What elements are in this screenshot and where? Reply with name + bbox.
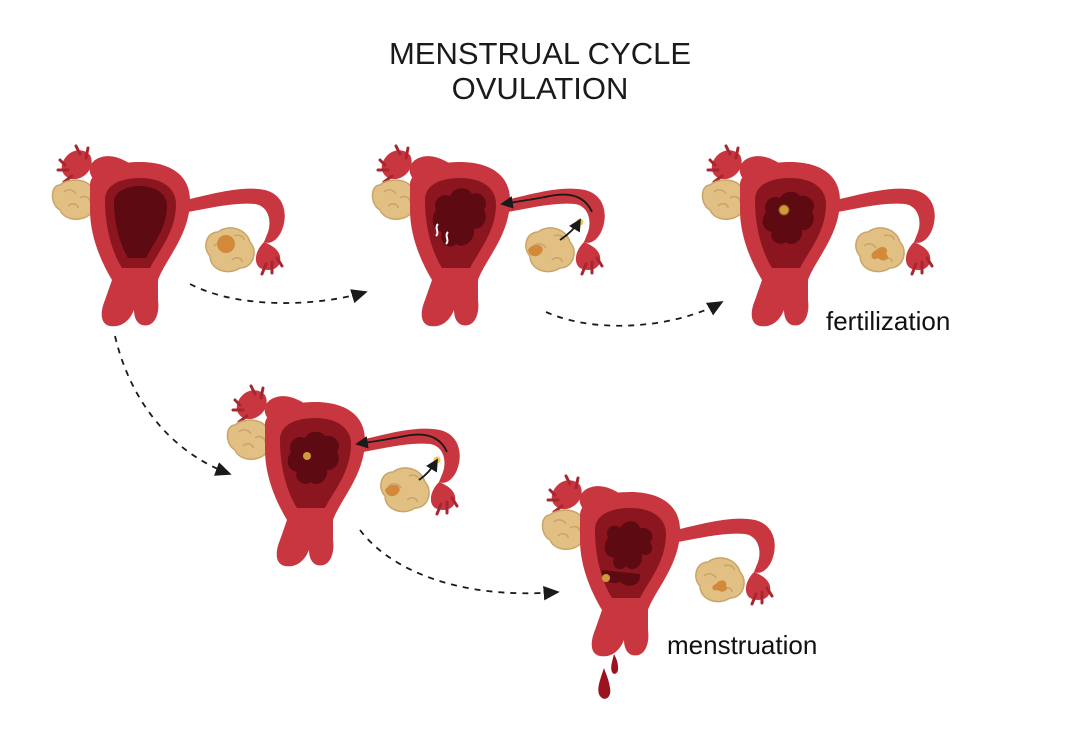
sperm-icon	[435, 223, 449, 245]
fertilized-egg	[778, 204, 790, 216]
blood-drops	[598, 654, 619, 699]
title-line-1: MENSTRUAL CYCLE	[388, 36, 692, 71]
egg-travel-arrow	[500, 193, 593, 213]
egg-travel-arrow	[355, 433, 448, 453]
title-line-2: OVULATION	[451, 71, 629, 106]
label-fertilization: fertilization	[826, 306, 950, 336]
corpus-luteum	[871, 247, 889, 261]
uterus-stage-1	[51, 144, 287, 328]
diagram-title: MENSTRUAL CYCLE OVULATION	[0, 36, 1080, 106]
degenerating-corpus-luteum	[712, 580, 728, 592]
uterine-cavity	[432, 188, 487, 247]
egg-cell	[303, 452, 311, 460]
shedding-fragment	[601, 570, 641, 586]
arrow-stage4-to-menstruation	[359, 529, 560, 601]
ruptured-follicle	[528, 244, 543, 257]
uterus-stage-4	[226, 384, 462, 568]
arrow-stage2-to-fertilization	[545, 301, 724, 327]
uterus-stage-fertilization	[701, 144, 937, 328]
uterine-cavity	[114, 186, 167, 258]
ovulation-arrow	[418, 458, 438, 481]
label-menstruation: menstruation	[667, 630, 817, 660]
ovulation-arrow	[559, 218, 581, 241]
arrow-stage1-to-stage2	[189, 283, 368, 304]
shedding-lining	[604, 521, 653, 570]
uterine-cavity	[287, 431, 340, 485]
blood-drop-small	[611, 654, 619, 674]
uterus-stage-2	[371, 144, 607, 328]
uterus-stage-menstruation	[541, 474, 777, 658]
unfertilized-egg	[602, 574, 610, 582]
arrow-stage1-to-stage4	[114, 335, 232, 476]
follicle	[217, 235, 235, 253]
ruptured-follicle	[385, 484, 400, 497]
blood-drop-large	[598, 668, 611, 699]
uterine-cavity	[762, 191, 815, 245]
